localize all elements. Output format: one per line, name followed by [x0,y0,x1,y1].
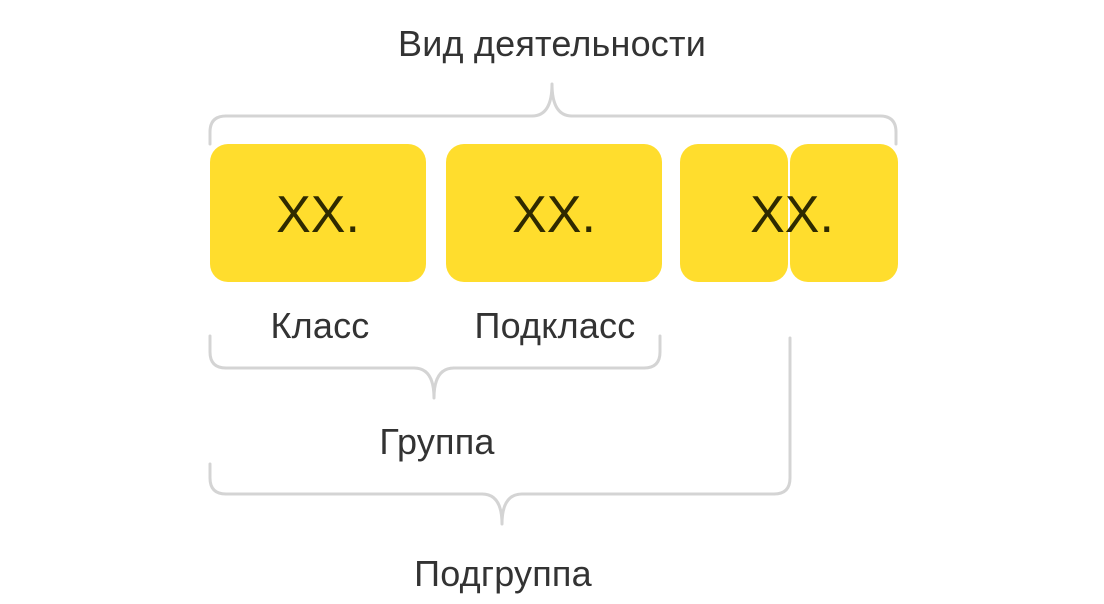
subclass-code-box [446,144,662,282]
group-label: Группа [379,421,495,462]
subclass-code-text: XX. [512,186,596,244]
subgroup-brace [208,336,792,526]
class-label: Класс [270,305,370,346]
group-subgroup-code-text: XX. [750,186,834,244]
subgroup-digit-box [790,144,898,282]
class-code-text: XX. [276,186,360,244]
group-digit-box [680,144,788,282]
subgroup-label: Подгруппа [414,553,592,594]
activity-type-brace [208,82,898,146]
subclass-label: Подкласс [474,305,636,346]
class-code-box [210,144,426,282]
activity-type-label: Вид деятельности [397,23,707,64]
group-brace [208,334,662,400]
